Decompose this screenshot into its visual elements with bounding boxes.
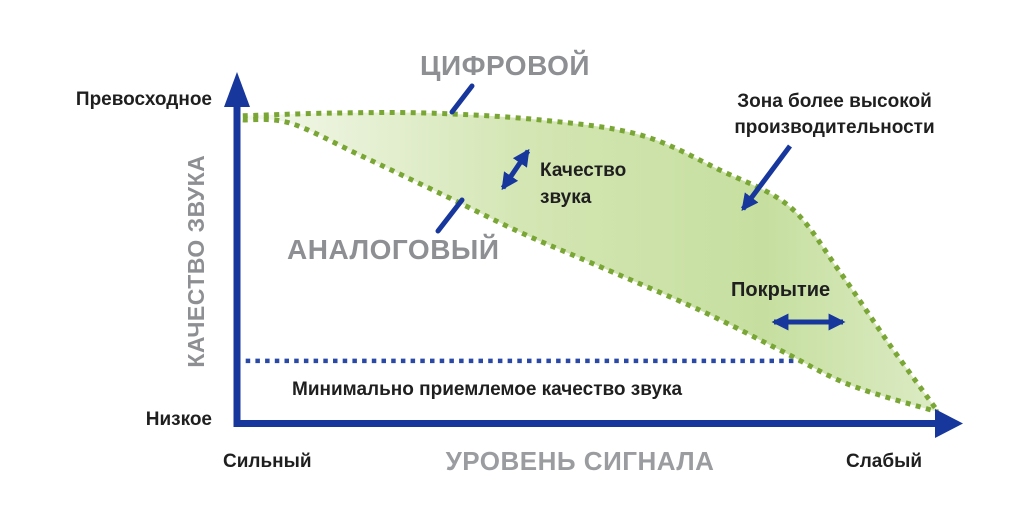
min-quality-annotation: Минимально приемлемое качество звука xyxy=(292,379,683,400)
x-axis xyxy=(233,409,963,438)
coverage-annotation: Покрытие xyxy=(731,279,831,301)
y-axis-arrow-icon xyxy=(224,72,250,107)
digital-series-label: ЦИФРОВОЙ xyxy=(420,50,590,81)
analog-curve xyxy=(242,116,940,415)
x-axis-title: УРОВЕНЬ СИГНАЛА xyxy=(445,446,715,476)
digital-curve xyxy=(242,110,941,414)
zone-arrow-icon xyxy=(740,144,793,212)
high-performance-zone-annotation: Зона более высокой производительности xyxy=(734,91,935,139)
sound-quality-annotation: Качество звука xyxy=(540,160,627,208)
analog-series-label: АНАЛОГОВЫЙ xyxy=(287,234,500,265)
y-axis-title: КАЧЕСТВО ЗВУКА xyxy=(182,154,209,368)
digital-leader-line xyxy=(449,83,475,115)
x-axis-min-label: Сильный xyxy=(223,451,312,472)
x-axis-max-label: Слабый xyxy=(846,451,922,472)
analog-leader-line xyxy=(435,197,465,234)
y-axis xyxy=(224,72,250,427)
x-axis-arrow-icon xyxy=(935,409,963,438)
sound-quality-double-arrow-icon xyxy=(500,148,531,191)
y-axis-min-label: Низкое xyxy=(145,409,212,430)
y-axis-max-label: Превосходное xyxy=(75,89,212,110)
